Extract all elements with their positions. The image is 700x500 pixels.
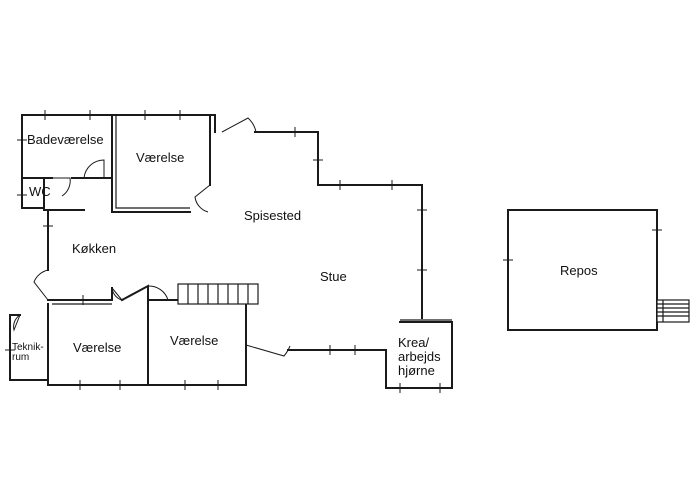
door-bedroom-top — [194, 184, 211, 213]
wall-wc-right — [43, 177, 85, 211]
door-stue-south — [245, 344, 291, 357]
wall-teknikrum — [9, 314, 47, 381]
label-wc: WC — [29, 184, 51, 199]
wall-top-left — [21, 114, 216, 133]
label-vaerelse-bottom-mid: Værelse — [170, 333, 218, 348]
repos-outline — [507, 209, 658, 331]
label-teknikrum-1: Teknik- — [12, 342, 44, 353]
label-vaerelse-top: Værelse — [136, 150, 184, 165]
door-wc — [52, 177, 71, 197]
label-spisested: Spisested — [244, 208, 301, 223]
repos-structure — [507, 209, 690, 331]
door-teknikrum — [13, 314, 21, 332]
wall-entry-top — [254, 131, 423, 319]
wall-bedrooms-top — [47, 287, 113, 301]
label-teknikrum-2: rum — [12, 352, 29, 363]
label-krea-2: arbejds — [398, 349, 441, 364]
wall-bathroom-left — [21, 114, 45, 209]
door-entry — [221, 117, 257, 133]
stair-repos-outline — [656, 299, 690, 323]
doors — [13, 117, 291, 357]
door-bedroom-bm — [147, 285, 169, 301]
wall-bath-bedroom-inner — [115, 115, 190, 209]
wall-bath-bedroom — [111, 114, 191, 213]
wall-bedroom-mid-top — [120, 284, 179, 302]
door-kitchen-left — [33, 269, 49, 301]
wall-stue-south — [287, 321, 453, 389]
stairs-main — [177, 283, 259, 305]
label-kokken: Køkken — [72, 241, 116, 256]
label-vaerelse-bottom-left: Værelse — [73, 340, 121, 355]
room-labels: Badeværelse Værelse WC Spisested Køkken … — [12, 132, 598, 378]
door-bathroom — [83, 159, 105, 179]
label-badevaerelse: Badeværelse — [27, 132, 104, 147]
label-repos: Repos — [560, 263, 598, 278]
wall-ticks — [5, 110, 662, 393]
door-bedroom-bl — [111, 287, 124, 301]
label-krea-3: hjørne — [398, 363, 435, 378]
label-stue: Stue — [320, 269, 347, 284]
label-krea-1: Krea/ — [398, 335, 429, 350]
